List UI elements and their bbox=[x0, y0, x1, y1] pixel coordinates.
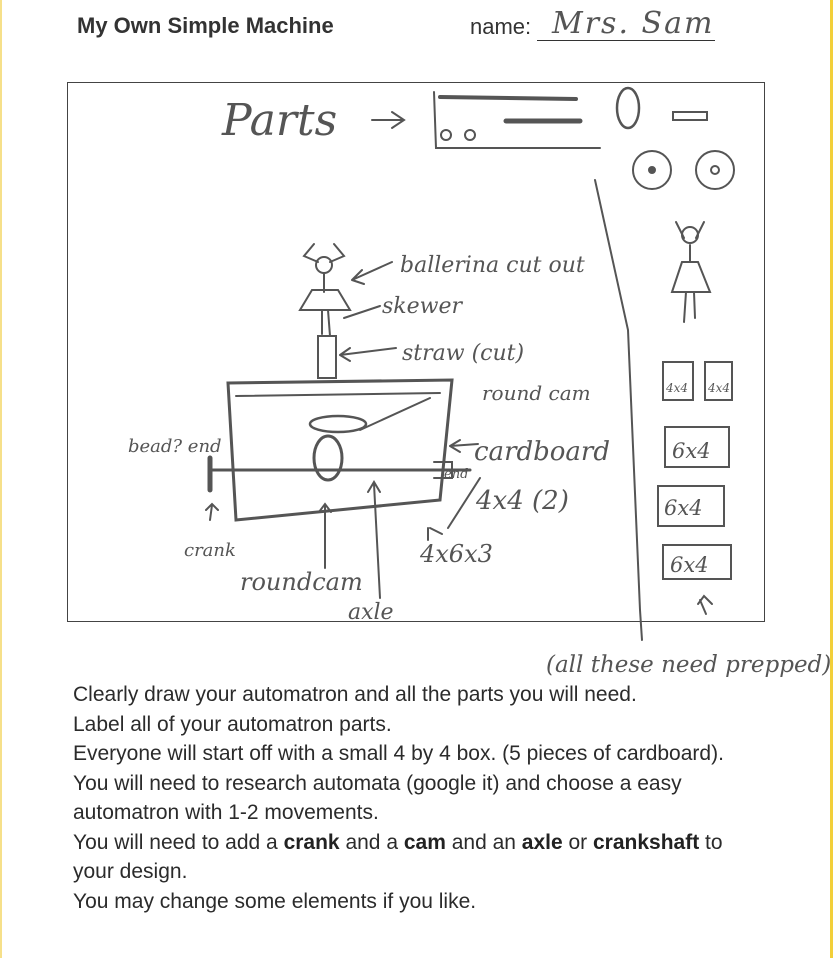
svg-text:6x4: 6x4 bbox=[672, 439, 711, 463]
page-edge-left bbox=[0, 0, 2, 958]
name-underline bbox=[537, 40, 715, 41]
svg-text:6x4: 6x4 bbox=[670, 553, 709, 577]
keyword-crank: crank bbox=[283, 830, 340, 854]
svg-text:crank: crank bbox=[184, 540, 236, 561]
instruction-line: Everyone will start off with a small 4 b… bbox=[73, 742, 724, 765]
svg-text:axle: axle bbox=[348, 600, 394, 625]
page-edge-right bbox=[830, 0, 833, 958]
keyword-cam: cam bbox=[403, 830, 446, 854]
note-arrow bbox=[697, 594, 713, 615]
keyword-crankshaft: crankshaft bbox=[593, 830, 700, 854]
svg-text:6x4: 6x4 bbox=[664, 496, 703, 520]
parts-arrow bbox=[371, 111, 406, 129]
svg-text:4x4: 4x4 bbox=[707, 381, 730, 395]
svg-text:straw (cut): straw (cut) bbox=[402, 341, 524, 366]
name-handwritten: Mrs. Sam bbox=[552, 6, 715, 41]
instruction-line: You may change some elements if you like… bbox=[73, 889, 477, 913]
drawing-box bbox=[67, 82, 765, 622]
instructions-text: Clearly draw your automatron and all the… bbox=[73, 680, 753, 916]
worksheet-title: My Own Simple Machine bbox=[77, 13, 334, 38]
instruction-line: Clearly draw your automatron and all the… bbox=[73, 683, 637, 706]
svg-text:cardboard: cardboard bbox=[474, 437, 610, 467]
svg-text:roundcam: roundcam bbox=[240, 568, 363, 596]
svg-text:4x4 (2): 4x4 (2) bbox=[475, 486, 569, 516]
svg-text:ballerina cut out: ballerina cut out bbox=[400, 253, 585, 278]
instruction-line: You will need to research automata (goog… bbox=[73, 771, 682, 825]
svg-text:skewer: skewer bbox=[382, 294, 463, 319]
name-label: name: bbox=[470, 14, 532, 39]
svg-text:end: end bbox=[444, 467, 468, 482]
keyword-axle: axle bbox=[521, 830, 563, 854]
divider-line bbox=[594, 179, 643, 641]
svg-text:bead? end: bead? end bbox=[128, 436, 222, 457]
svg-text:4x6x3: 4x6x3 bbox=[419, 540, 493, 568]
svg-text:(all these need prepped): (all these need prepped) bbox=[546, 652, 831, 678]
svg-text:4x4: 4x4 bbox=[665, 381, 688, 395]
svg-text:round cam: round cam bbox=[482, 381, 591, 405]
instruction-line: You will need to add a crank and a cam a… bbox=[73, 830, 723, 884]
instruction-line: Label all of your automatron parts. bbox=[73, 712, 392, 736]
parts-heading: Parts bbox=[221, 95, 337, 146]
